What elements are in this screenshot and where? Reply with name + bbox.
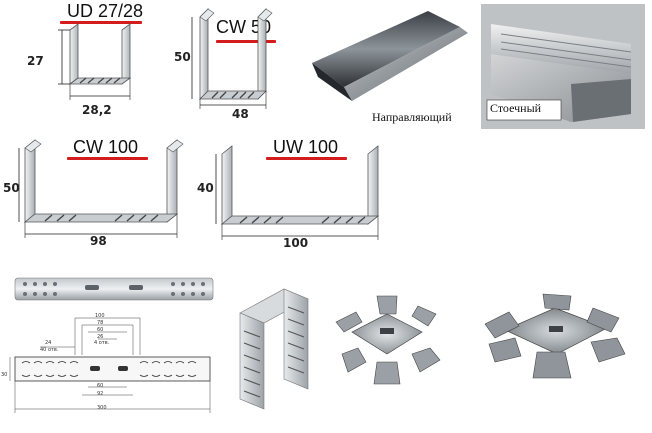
crab-connector-image xyxy=(335,295,441,385)
ud-profile-drawing xyxy=(58,23,132,100)
profile-label-cw50: CW 50 xyxy=(216,17,272,37)
width-dimension-ud: 28,2 xyxy=(82,103,112,117)
height-dimension-ud: 27 xyxy=(27,54,44,68)
label-underline xyxy=(60,21,142,24)
width-dimension-cw50: 48 xyxy=(232,107,249,121)
crab-connector-two-level-image xyxy=(484,293,626,379)
stud-caption: Стоечный xyxy=(490,101,542,115)
dim-bottom-2: 300 xyxy=(97,405,107,411)
cw100-profile-drawing xyxy=(18,139,184,238)
label-underline xyxy=(216,40,276,43)
guide-profile-image xyxy=(308,5,476,120)
label-underline xyxy=(266,157,347,160)
height-dimension-cw100: 50 xyxy=(3,181,20,195)
dim-bottom-1: 92 xyxy=(97,391,104,397)
u-bracket-image xyxy=(239,288,309,410)
width-dimension-uw100: 100 xyxy=(283,236,309,250)
dim-top-2: 60 xyxy=(97,327,104,333)
dim-bottom-0: 60 xyxy=(97,383,104,389)
dim-top-3: 26 xyxy=(97,334,104,340)
straight-hanger-image xyxy=(14,277,214,301)
cw50-profile-drawing xyxy=(191,8,273,109)
label-underline xyxy=(67,157,148,160)
height-dimension-cw50: 50 xyxy=(174,50,191,64)
profile-label-cw100: CW 100 xyxy=(73,137,139,157)
uw100-profile-drawing xyxy=(215,145,380,240)
profile-label-ud: UD 27/28 xyxy=(67,1,144,21)
dim-left-0: 24 xyxy=(45,340,52,346)
dim-top-1: 78 xyxy=(97,320,104,326)
dim-left-1: 40 отв. xyxy=(40,347,59,353)
profile-label-uw100: UW 100 xyxy=(273,137,339,157)
width-dimension-cw100: 98 xyxy=(90,234,107,248)
dim-top-4: 4 отв. xyxy=(94,340,110,346)
height-dimension-uw100: 40 xyxy=(197,181,214,195)
dim-top-0: 100 xyxy=(95,313,105,319)
dim-height: 30 xyxy=(1,372,8,378)
hanger-drawing-lines xyxy=(9,317,211,413)
stud-profile-image xyxy=(481,4,645,129)
guide-caption: Направляющий xyxy=(372,110,452,124)
